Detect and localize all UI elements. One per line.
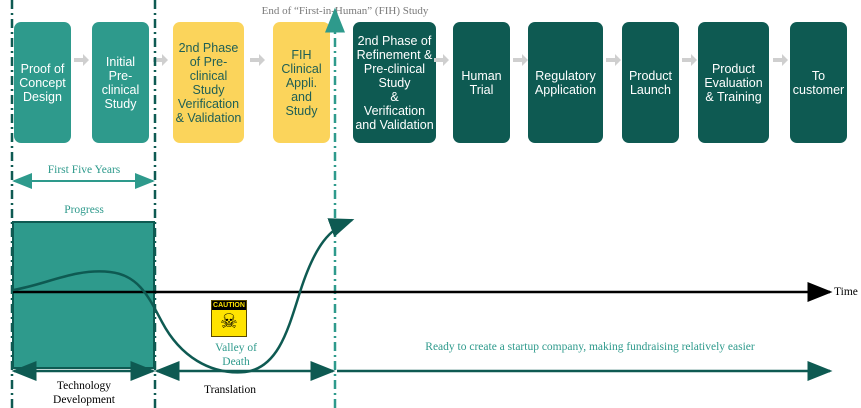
technology-development-label: Technology Development — [53, 380, 115, 406]
stage-box-fih-clinical: FIH Clinical Appli. and Study — [273, 22, 330, 143]
connector-arrow-8 — [773, 54, 788, 66]
stage-box-product-evaluation: Product Evaluation & Training — [698, 22, 769, 143]
valley-of-death-label: Valley of Death — [215, 342, 257, 368]
caution-word: CAUTION — [212, 301, 246, 310]
first-five-years-label: First Five Years — [47, 164, 121, 176]
connector-arrow-4 — [434, 54, 449, 66]
stage-box-to-customer: To customer — [790, 22, 847, 143]
stage-box-proof-of-concept: Proof of Concept Design — [14, 22, 71, 143]
stage-box-human-trial: Human Trial — [453, 22, 510, 143]
connector-arrow-6 — [606, 54, 621, 66]
stage-box-regulatory-application: Regulatory Application — [528, 22, 603, 143]
stage-box-2nd-phase-preclinical: 2nd Phase of Pre- clinical Study Verific… — [173, 22, 244, 143]
stage-box-2nd-phase-refinement: 2nd Phase of Refinement & Pre-clinical S… — [353, 22, 436, 143]
progress-label: Progress — [64, 204, 104, 216]
skull-icon: ☠ — [220, 311, 238, 333]
connector-arrow-3 — [250, 54, 265, 66]
stage-box-product-launch: Product Launch — [622, 22, 679, 143]
progress-curve — [12, 218, 355, 374]
connector-arrow-2 — [153, 54, 168, 66]
caution-sign-icon: CAUTION ☠ — [211, 300, 247, 337]
time-axis-label: Time — [834, 286, 858, 298]
stage-connector-arrows — [74, 54, 788, 66]
startup-note: Ready to create a startup company, makin… — [425, 341, 755, 353]
connector-arrow-7 — [682, 54, 697, 66]
translation-label: Translation — [204, 384, 256, 396]
progress-area — [12, 221, 155, 369]
stage-box-initial-preclinical: Initial Pre- clinical Study — [92, 22, 149, 143]
connector-arrow-1 — [74, 54, 89, 66]
fih-end-label: End of “First-in-Human” (FIH) Study — [261, 5, 429, 17]
connector-arrow-5 — [513, 54, 528, 66]
